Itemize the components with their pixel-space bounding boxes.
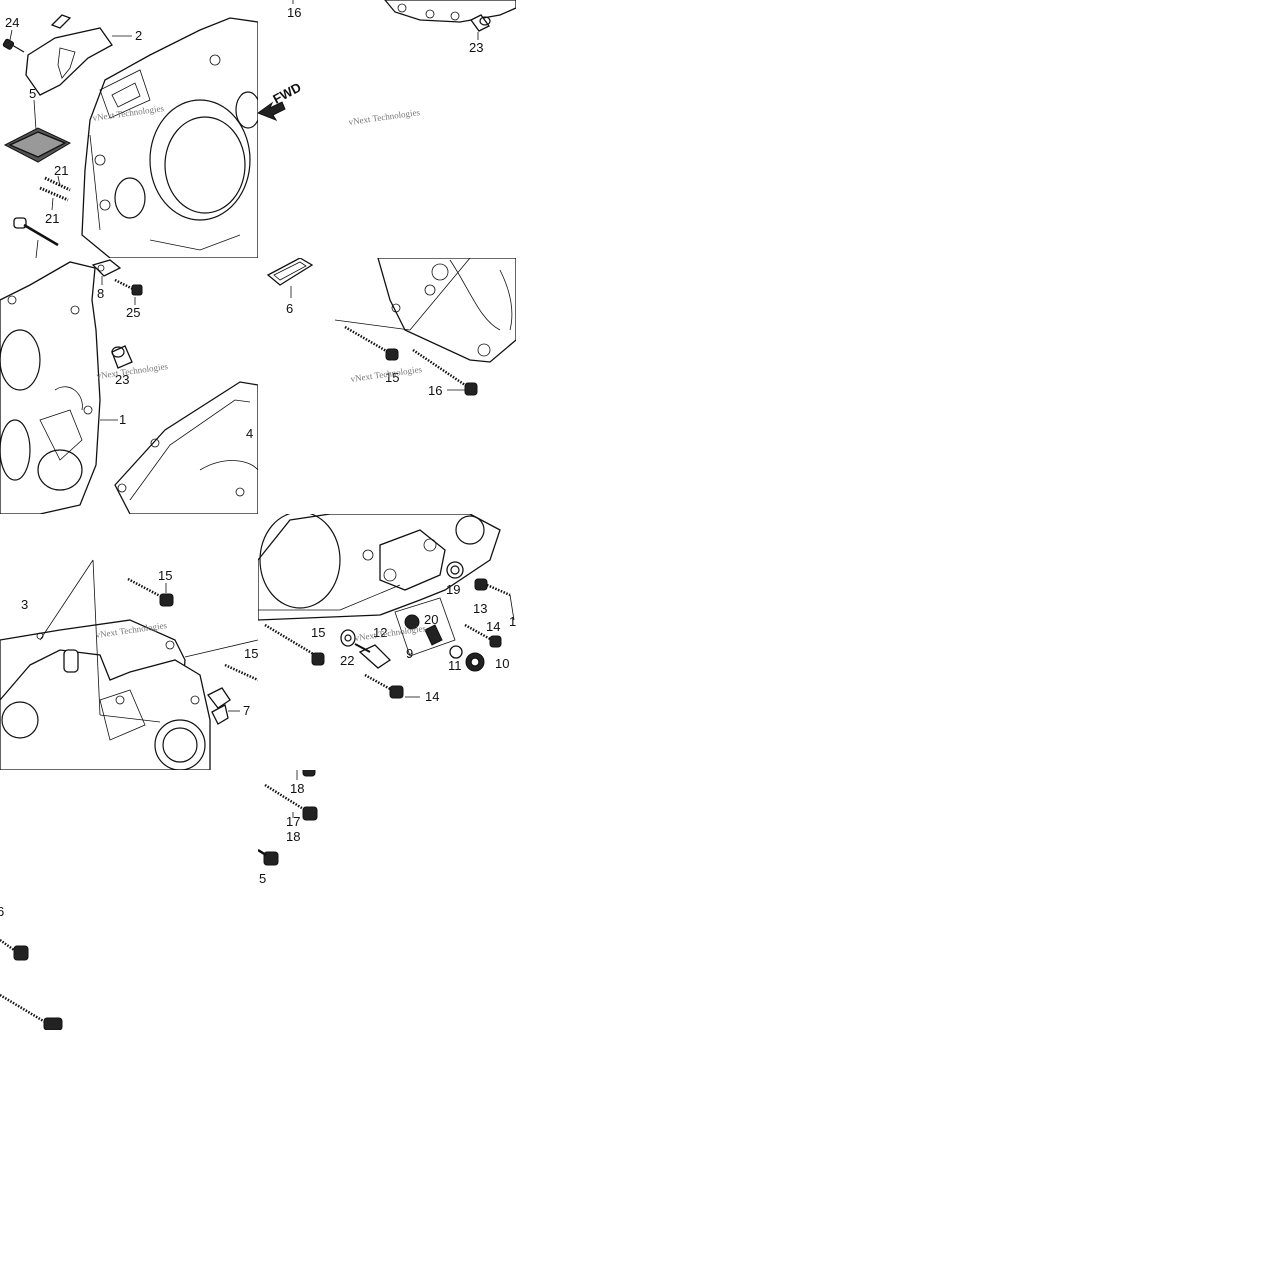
- bolt-14-lower: [364, 673, 420, 699]
- washer-11: [449, 645, 463, 659]
- tile-crankcase-top-left: 24 2 5 21 21 vNext Technologies: [2, 14, 258, 258]
- nut-10: [465, 652, 485, 672]
- bolt-15: [264, 623, 325, 666]
- label-20: 20: [424, 612, 438, 627]
- bolt-18-upper: [296, 770, 316, 780]
- label-16: 16: [428, 383, 442, 398]
- clamp-7: [207, 687, 240, 725]
- bolt-upper: [0, 938, 29, 961]
- bolt-24: [2, 29, 25, 53]
- oil-seal-6: [266, 258, 314, 298]
- watermark: vNext Technologies: [96, 361, 169, 381]
- label-6: 6: [0, 904, 4, 919]
- bolt-17: [264, 783, 318, 821]
- label-1: 1: [119, 412, 126, 427]
- label-1: 1: [509, 614, 516, 629]
- plug-12: [354, 643, 392, 669]
- bolt-5: [258, 848, 279, 866]
- bolt-long-lower: [0, 993, 63, 1030]
- watermark: vNext Technologies: [348, 107, 421, 127]
- label-23: 23: [469, 40, 483, 55]
- label-5: 5: [259, 871, 266, 886]
- clamp-8: [91, 259, 122, 285]
- bolt-16: [412, 348, 478, 396]
- label-13: 13: [473, 601, 487, 616]
- crankcase-half-right: [0, 261, 101, 514]
- label-19: 19: [446, 582, 460, 597]
- label-11: 11: [448, 658, 462, 673]
- label-12: 12: [373, 625, 387, 640]
- tile-top-middle: 16 23 vNext Technologies: [287, 0, 516, 127]
- gasket-4: [114, 381, 258, 514]
- label-9: 9: [406, 646, 413, 661]
- dowel-23: [470, 14, 491, 40]
- bolt-15: [344, 325, 399, 361]
- switch-assembly-9-20: [394, 597, 456, 657]
- crankcase-half: [81, 17, 258, 258]
- bolt-13: [474, 578, 511, 597]
- watermark: vNext Technologies: [354, 623, 427, 643]
- cover-plate-2: [25, 14, 132, 96]
- tile-middle-left: 8 25 23 1 4 vNext Technologies: [0, 259, 258, 514]
- bolt-15-right: [224, 663, 258, 682]
- label-21-upper: 21: [54, 163, 68, 178]
- label-8: 8: [97, 286, 104, 301]
- label-18-lower: 18: [286, 829, 300, 844]
- label-14-upper: 14: [486, 619, 500, 634]
- label-2: 2: [135, 28, 142, 43]
- bolt-14-upper: [464, 623, 502, 648]
- label-22: 22: [340, 653, 354, 668]
- label-14-lower: 14: [425, 689, 439, 704]
- label-16: 16: [287, 5, 301, 20]
- label-18-upper: 18: [290, 781, 304, 796]
- bolt-25: [114, 278, 143, 305]
- crankcase-section-lower: [258, 514, 501, 621]
- case-edge: [384, 0, 516, 23]
- tile-lower-left: 15 3 15 7 vNext Technologies: [0, 559, 258, 770]
- long-bolt: [13, 217, 59, 258]
- label-7: 7: [243, 703, 250, 718]
- tile-lower-middle: 19 13 1 15 20 14 12 22 9 11 10 14 vNext …: [258, 514, 516, 704]
- washer-22: [340, 629, 356, 647]
- screen-filter-5: [3, 99, 72, 163]
- label-5: 5: [29, 86, 36, 101]
- label-15-right: 15: [244, 646, 258, 661]
- label-15: 15: [385, 370, 399, 385]
- forward-direction-indicator: FWD: [256, 80, 304, 121]
- fwd-label: FWD: [270, 80, 303, 107]
- studs-21: [39, 175, 71, 211]
- crankcase-lower: [0, 559, 258, 770]
- label-4: 4: [246, 426, 253, 441]
- label-24: 24: [5, 15, 19, 30]
- dowel-23: [111, 345, 133, 369]
- bolt-15-upper: [127, 577, 174, 607]
- label-15: 15: [311, 625, 325, 640]
- tile-bottom-middle: 18 17 18 5: [258, 770, 318, 886]
- label-10: 10: [495, 656, 509, 671]
- label-15: 15: [158, 568, 172, 583]
- label-21-lower: 21: [45, 211, 59, 226]
- seal-19: [446, 561, 464, 579]
- label-17: 17: [286, 814, 300, 829]
- crankcase-section: [334, 258, 516, 363]
- label-3: 3: [21, 597, 28, 612]
- label-6: 6: [286, 301, 293, 316]
- tile-bottom-left: 6: [0, 904, 63, 1030]
- label-25: 25: [126, 305, 140, 320]
- tile-middle-middle: 6 15 16 vNext Technologies: [266, 258, 516, 398]
- label-23: 23: [115, 372, 129, 387]
